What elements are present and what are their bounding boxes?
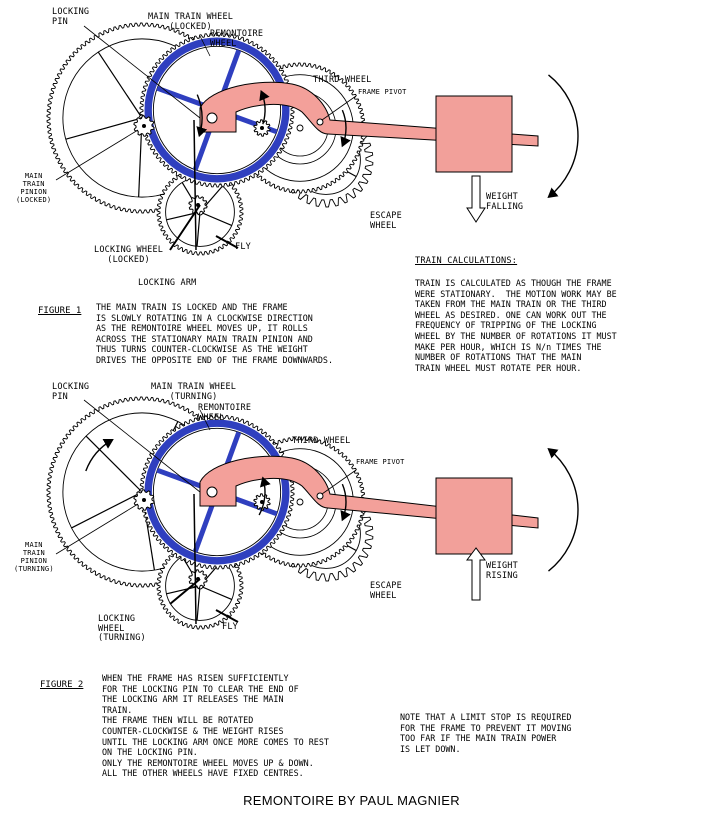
third-wheel-direction [340,109,351,148]
fig1-label-remontoire-wheel: REMONTOIRE WHEEL [210,29,264,49]
leader-locking-pin [83,25,201,119]
figure-1-caption: THE MAIN TRAIN IS LOCKED AND THE FRAME I… [96,302,333,365]
fig2-label-fly: FLY [222,622,238,632]
frame-pivot [316,492,324,500]
train-calc-title: TRAIN CALCULATIONS: [415,256,518,266]
fig1-label-frame-pivot: FRAME PIVOT [358,88,407,96]
leader-frame-pivot [321,469,357,495]
fig1-label-escape-wheel: ESCAPE WHEEL [370,211,402,231]
fly [215,609,239,623]
fig1-label-main-train-wheel: MAIN TRAIN WHEEL (LOCKED) [148,12,234,32]
figure-2-caption: WHEN THE FRAME HAS RISEN SUFFICIENTLY FO… [102,673,329,779]
figure-1-mechanism [46,22,579,256]
weight-block [435,477,513,555]
fig2-label-locking-wheel: LOCKING WHEEL (TURNING) [98,614,146,643]
figure-1-label: FIGURE 1 [38,306,82,316]
leader-pinion [55,503,139,555]
third-wheel-pinion [253,119,271,137]
fig1-label-third-wheel: THIRD WHEEL [313,75,372,85]
fig2-label-main-train-pinion: MAIN TRAIN PINION (TURNING) [14,541,54,573]
main-train-pinion [133,489,155,511]
fig2-label-locking-pin: LOCKING PIN [52,382,90,402]
limit-stop-note: NOTE THAT A LIMIT STOP IS REQUIRED FOR T… [400,712,572,754]
frame-motion-arc [547,448,579,572]
locking-rod [193,119,197,251]
weight-direction-arrow [466,175,486,223]
remontoire-direction [259,90,270,125]
third-wheel-direction [340,483,351,522]
frame-pivot [316,118,324,126]
page-title: REMONTOIRE BY PAUL MAGNIER [243,793,460,808]
fig1-label-locking-pin: LOCKING PIN [52,7,90,27]
leader-remontoire [199,409,211,431]
main-wheel-direction [85,438,114,472]
frame-pin [206,112,218,124]
fig1-label-locking-wheel: LOCKING WHEEL (LOCKED) [94,245,164,265]
weight-block [435,95,513,173]
main-train-pinion [133,115,155,137]
fly [215,235,239,249]
weight-direction-arrow [466,547,486,601]
locking-pinion [188,195,208,215]
fig1-label-weight: WEIGHT FALLING [486,192,524,212]
frame-pin [206,486,218,498]
fig2-label-escape-wheel: ESCAPE WHEEL [370,581,402,601]
frame-motion-arc [547,74,579,198]
fig2-label-remontoire-wheel: REMONTOIRE WHEEL [198,403,252,423]
fig1-label-locking-arm: LOCKING ARM [138,278,197,288]
figure-2-label: FIGURE 2 [40,680,84,690]
locking-rod [193,493,197,625]
train-calc-body: TRAIN IS CALCULATED AS THOUGH THE FRAME … [415,278,617,373]
remontoire-direction [258,476,271,516]
fig2-label-third-wheel: THIRD WHEEL [292,436,351,446]
fig2-label-frame-pivot: FRAME PIVOT [356,458,405,466]
fig1-label-fly: FLY [235,242,251,252]
figure-2-mechanism [46,396,579,630]
leader-locking-pin [83,399,201,493]
fig2-label-main-train-wheel: MAIN TRAIN WHEEL (TURNING) [151,382,237,402]
fig1-label-main-train-pinion: MAIN TRAIN PINION (LOCKED) [16,172,52,204]
leader-frame-pivot [321,95,357,121]
fig2-label-weight: WEIGHT RISING [486,561,518,581]
third-wheel-pinion [253,493,271,511]
main-wheel-direction [196,94,208,138]
leader-remontoire [199,35,211,57]
leader-pinion [55,129,139,181]
